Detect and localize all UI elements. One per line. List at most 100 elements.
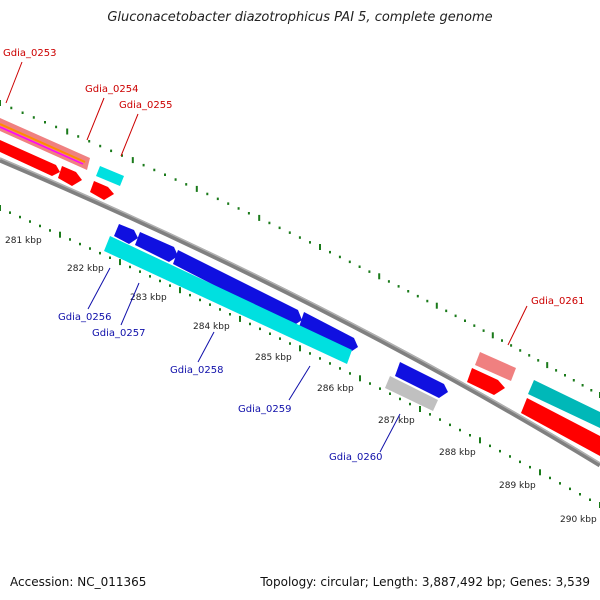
minor-tick: [489, 444, 491, 448]
minor-tick: [589, 498, 591, 501]
minor-tick: [21, 111, 24, 114]
minor-tick: [289, 342, 291, 345]
feature-gdia-0255-arrow[interactable]: [90, 181, 114, 200]
feature-gdia-0256-arrow[interactable]: [114, 224, 138, 244]
minor-tick: [510, 344, 513, 347]
minor-tick: [10, 106, 13, 110]
minor-tick: [29, 220, 31, 223]
feature-gdia-0255-cyan[interactable]: [96, 166, 124, 186]
minor-tick: [559, 482, 561, 485]
minor-tick: [358, 265, 361, 268]
gene-label-gdia-0253[interactable]: Gdia_0253: [3, 48, 56, 59]
minor-tick: [389, 392, 391, 395]
minor-tick: [399, 397, 401, 401]
scale-label: 286 kbp: [317, 384, 354, 394]
major-tick: [66, 128, 69, 135]
minor-tick: [572, 379, 575, 382]
minor-tick: [278, 226, 281, 230]
minor-tick: [288, 231, 291, 234]
major-tick: [258, 214, 261, 221]
minor-tick: [564, 374, 566, 377]
minor-tick: [159, 279, 161, 283]
minor-tick: [469, 434, 471, 437]
gene-label-gdia-0256[interactable]: Gdia_0256: [58, 312, 111, 323]
feature-gdia-0254-arrow[interactable]: [58, 166, 82, 186]
minor-tick: [368, 270, 371, 273]
major-tick: [359, 375, 361, 382]
feature-gdia-0258-arrow[interactable]: [173, 250, 302, 326]
gene-labels: Gdia_0253 Gdia_0254 Gdia_0255 Gdia_0261 …: [3, 48, 584, 463]
minor-tick: [39, 224, 41, 228]
minor-tick: [174, 178, 177, 181]
minor-tick: [569, 487, 571, 491]
minor-tick: [445, 309, 448, 313]
minor-tick: [69, 238, 71, 241]
major-tick: [435, 302, 438, 309]
minor-tick: [309, 352, 311, 355]
minor-tick: [185, 183, 188, 186]
minor-tick: [339, 367, 341, 370]
minor-tick: [88, 140, 91, 143]
feature-gdia-0261-arrow[interactable]: [467, 368, 505, 395]
minor-tick: [501, 339, 503, 342]
major-tick: [0, 100, 1, 106]
minor-tick: [529, 465, 531, 469]
minor-tick: [416, 294, 419, 298]
feature-gdia-0261-pink[interactable]: [475, 352, 516, 381]
minor-tick: [55, 125, 58, 129]
minor-tick: [537, 359, 540, 362]
feature-right-red[interactable]: [521, 398, 600, 456]
minor-tick: [216, 197, 219, 201]
minor-tick: [149, 275, 151, 278]
minor-tick: [249, 322, 251, 326]
upper-tick-track: [0, 100, 600, 398]
gene-label-gdia-0258[interactable]: Gdia_0258: [170, 365, 223, 376]
feature-lower-cyan-band[interactable]: [104, 236, 352, 364]
gene-label-gdia-0259[interactable]: Gdia_0259: [238, 404, 291, 415]
minor-tick: [142, 163, 145, 167]
gene-label-gdia-0255[interactable]: Gdia_0255: [119, 100, 172, 111]
minor-tick: [44, 121, 46, 124]
minor-tick: [279, 337, 281, 340]
major-tick: [119, 259, 121, 266]
major-tick: [319, 244, 321, 250]
gene-label-gdia-0260[interactable]: Gdia_0260: [329, 452, 382, 463]
minor-tick: [581, 384, 584, 387]
minor-tick: [164, 173, 166, 176]
minor-tick: [121, 154, 123, 157]
feature-gdia-0257-arrow[interactable]: [135, 232, 178, 262]
minor-tick: [99, 144, 102, 148]
minor-tick: [429, 413, 431, 416]
feature-gdia-0259-arrow[interactable]: [299, 312, 358, 353]
scale-label: 289 kbp: [499, 481, 536, 491]
major-tick: [0, 205, 1, 211]
minor-tick: [464, 319, 466, 322]
minor-tick: [482, 329, 485, 332]
leader-lines: [5, 61, 528, 453]
minor-tick: [209, 303, 211, 306]
feature-gdia-0253-arrow[interactable]: [0, 140, 60, 176]
feature-gdia-0260-arrow[interactable]: [395, 362, 448, 398]
feature-gdia-0260-gray[interactable]: [385, 376, 438, 411]
minor-tick: [338, 255, 341, 259]
major-tick: [239, 315, 241, 322]
minor-tick: [407, 290, 410, 293]
minor-tick: [426, 299, 429, 303]
minor-tick: [519, 460, 521, 464]
major-tick: [491, 332, 494, 339]
minor-tick: [139, 270, 141, 273]
gene-label-gdia-0261[interactable]: Gdia_0261: [531, 296, 584, 307]
minor-tick: [99, 251, 101, 255]
lower-features: [104, 224, 448, 411]
minor-tick: [189, 293, 191, 297]
gene-label-gdia-0254[interactable]: Gdia_0254: [85, 84, 138, 95]
accession-text: Accession: NC_011365: [10, 575, 147, 589]
scale-label: 281 kbp: [5, 236, 42, 246]
minor-tick: [227, 202, 230, 205]
gene-label-gdia-0257[interactable]: Gdia_0257: [92, 328, 145, 339]
feature-right-cyan[interactable]: [528, 380, 600, 428]
minor-tick: [473, 324, 476, 327]
minor-tick: [89, 247, 91, 250]
